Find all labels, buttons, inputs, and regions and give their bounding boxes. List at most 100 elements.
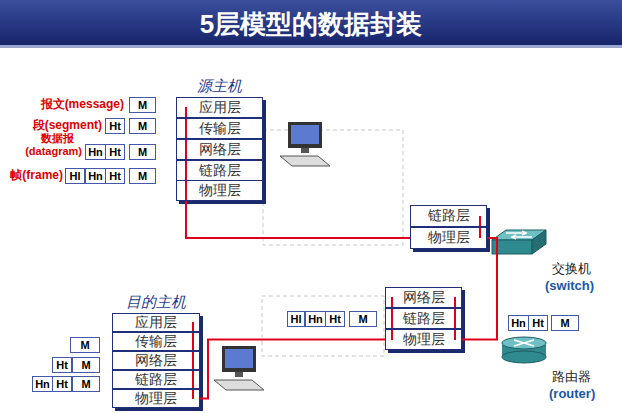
- header-cell: Ht: [52, 357, 72, 373]
- data-path: [462, 238, 497, 340]
- layer-box: 链路层: [410, 205, 487, 227]
- computer-icon: [214, 346, 264, 390]
- header-text: Ht: [329, 313, 341, 325]
- layer-box: 物理层: [112, 389, 200, 408]
- header-cell: Ht: [528, 315, 548, 331]
- unit-label: (datagram): [25, 145, 82, 158]
- layer-name: 链路层: [428, 207, 470, 225]
- device-label: (switch): [545, 279, 594, 293]
- header-cell: Ht: [105, 168, 125, 184]
- data-path: [200, 340, 385, 399]
- header-text: M: [138, 146, 147, 158]
- header-cell: Hl: [65, 168, 85, 184]
- layer-box: 链路层: [112, 370, 200, 389]
- header-text: M: [81, 359, 90, 371]
- layer-name: 物理层: [428, 229, 470, 247]
- header-text: M: [80, 339, 89, 351]
- header-text: M: [560, 317, 569, 329]
- header-text: Ht: [109, 146, 121, 158]
- layer-name: 网络层: [199, 141, 241, 159]
- layer-box: 物理层: [385, 329, 462, 350]
- unit-label: 帧(frame): [10, 168, 63, 182]
- header-text: Hl: [70, 170, 81, 182]
- layer-name: 链路层: [135, 371, 177, 389]
- data-path: [186, 201, 410, 238]
- header-text: Hn: [308, 313, 323, 325]
- layer-name: 链路层: [199, 162, 241, 180]
- header-text: Ht: [532, 317, 544, 329]
- layer-box: 应用层: [176, 97, 263, 118]
- layer-box: 传输层: [112, 332, 200, 351]
- layer-name: 传输层: [199, 120, 241, 138]
- layer-box: 网络层: [176, 139, 263, 160]
- host-stack: 应用层传输层网络层链路层物理层目的主机: [112, 313, 200, 408]
- device-label: (router): [549, 387, 595, 401]
- layer-name: 网络层: [403, 289, 445, 307]
- header-text: Ht: [109, 170, 121, 182]
- unit-label: 段(segment): [33, 118, 102, 132]
- header-text: Ht: [109, 120, 121, 132]
- header-cell: M: [129, 144, 156, 160]
- header-cell: M: [129, 118, 156, 134]
- layer-name: 物理层: [199, 182, 241, 200]
- stack-frames: [112, 97, 490, 411]
- unit-label: 报文(message): [41, 97, 124, 111]
- header-text: M: [138, 99, 147, 111]
- layer-box: 链路层: [385, 308, 462, 329]
- header-cell: M: [72, 357, 100, 373]
- header-text: M: [358, 313, 367, 325]
- layer-name: 传输层: [135, 333, 177, 351]
- header-cell: Hl: [287, 311, 305, 327]
- header-text: M: [138, 120, 147, 132]
- layer-box: 应用层: [112, 313, 200, 332]
- header-cell: Hn: [305, 311, 326, 327]
- title-bar: 5层模型的数据封装: [0, 0, 622, 48]
- layer-name: 应用层: [199, 99, 241, 117]
- header-cell: Hn: [32, 376, 53, 392]
- device-label: 路由器: [552, 370, 591, 384]
- layer-box: 网络层: [385, 287, 462, 308]
- layer-name: 网络层: [135, 352, 177, 370]
- host-heading: 源主机: [156, 78, 283, 95]
- header-cell: Ht: [105, 118, 125, 134]
- header-cell: M: [349, 311, 377, 327]
- computer-icon: [280, 122, 330, 166]
- layer-box: 传输层: [176, 118, 263, 139]
- header-text: Ht: [56, 359, 68, 371]
- header-cell: M: [129, 168, 156, 184]
- header-cell: Hn: [85, 168, 106, 184]
- layer-name: 链路层: [403, 310, 445, 328]
- header-text: Hn: [35, 378, 50, 390]
- header-cell: Ht: [52, 376, 72, 392]
- header-cell: M: [129, 97, 156, 113]
- header-text: Hl: [291, 313, 302, 325]
- header-cell: Ht: [325, 311, 345, 327]
- router-icon: [502, 337, 546, 363]
- layer-box: 物理层: [410, 227, 487, 249]
- header-cell: M: [551, 315, 579, 331]
- unit-label: 数据报: [41, 132, 74, 145]
- dashed-region: [263, 130, 403, 245]
- header-cell: M: [70, 337, 100, 353]
- header-cell: M: [72, 376, 100, 392]
- device-label: 交换机: [552, 262, 591, 276]
- layer-box: 链路层: [176, 160, 263, 181]
- layer-box: 物理层: [176, 180, 263, 201]
- host-heading: 目的主机: [92, 294, 220, 311]
- host-stack: 应用层传输层网络层链路层物理层源主机: [176, 97, 263, 201]
- header-text: Ht: [56, 378, 68, 390]
- layer-name: 应用层: [135, 314, 177, 332]
- header-text: Hn: [511, 317, 526, 329]
- header-cell: Hn: [85, 144, 106, 160]
- header-text: M: [81, 378, 90, 390]
- header-cell: Hn: [508, 315, 529, 331]
- switch-icon: [492, 230, 546, 254]
- header-text: Hn: [88, 146, 103, 158]
- layer-box: 网络层: [112, 351, 200, 370]
- header-text: Hn: [88, 170, 103, 182]
- header-text: M: [138, 170, 147, 182]
- data-path: [186, 107, 480, 399]
- dashed-region: [262, 296, 384, 356]
- header-cell: Ht: [105, 144, 125, 160]
- layer-name: 物理层: [135, 390, 177, 408]
